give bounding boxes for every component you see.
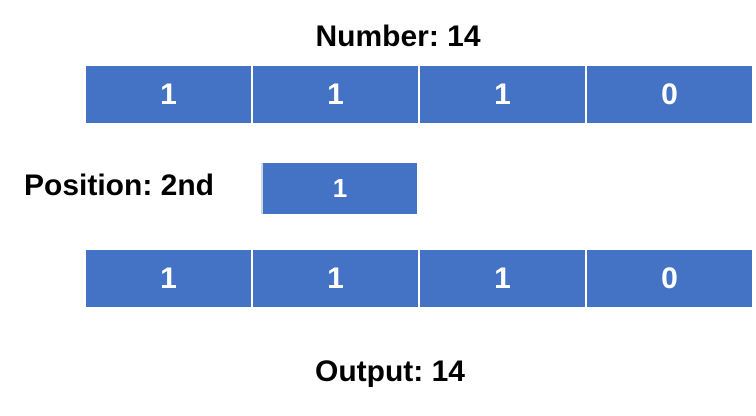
output-bit-row: 1 1 1 0	[86, 250, 752, 307]
number-title: Number: 14	[315, 20, 481, 53]
output-bit-cell: 1	[251, 250, 418, 307]
output-label: Output: 14	[315, 355, 465, 388]
output-bit-cell: 1	[418, 250, 585, 307]
number-bit-cell: 1	[86, 66, 251, 123]
number-bit-cell: 1	[251, 66, 418, 123]
number-bit-cell: 1	[418, 66, 585, 123]
position-label: Position: 2nd	[24, 169, 214, 202]
number-bit-row: 1 1 1 0	[86, 66, 752, 123]
position-bit-cell: 1	[261, 163, 417, 214]
output-bit-cell: 1	[86, 250, 251, 307]
number-bit-cell: 0	[585, 66, 752, 123]
output-bit-cell: 0	[585, 250, 752, 307]
